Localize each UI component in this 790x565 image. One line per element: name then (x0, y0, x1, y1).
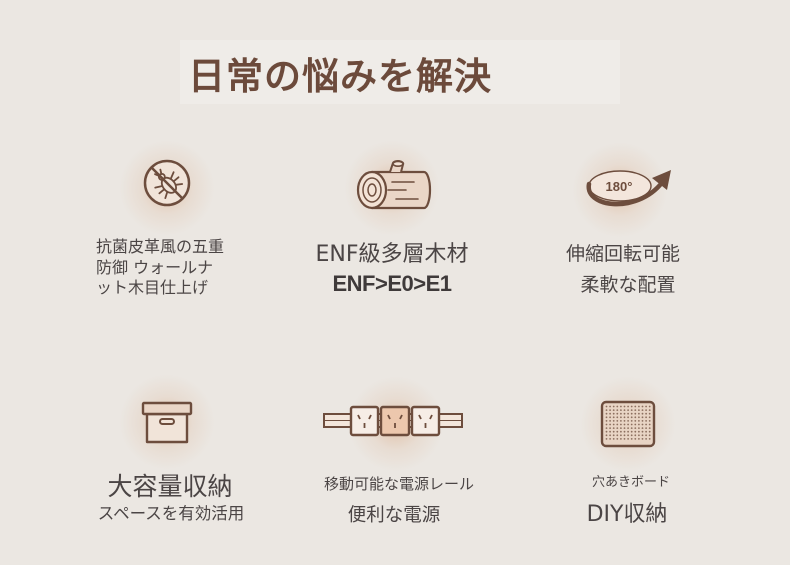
feature-rotate-heading: 伸縮回転可能 (565, 243, 680, 265)
title-backdrop (180, 40, 620, 104)
feature-power-subheading: 便利な電源 (347, 505, 441, 526)
feature-storage-subheading: スペースを有効活用 (97, 504, 245, 523)
storage-box-icon (141, 401, 193, 444)
rotate-angle-label: 180° (606, 179, 633, 194)
feature-antibacterial-text: 抗菌皮革風の五重 防御 ウォールナ ット木目仕上げ (96, 237, 276, 299)
feature-pegboard-heading: 穴あきボード (591, 475, 670, 490)
feature-wood-subheading: ENF>E0>E1 (332, 271, 452, 296)
feature-wood-heading: ENF級多層木材 (315, 242, 469, 267)
outlet-icon (349, 405, 380, 437)
rotate-180-icon: 180° (586, 170, 671, 207)
feature-storage-heading: 大容量収納 (107, 472, 233, 501)
feature-text-line: 防御 ウォールナ (96, 257, 214, 277)
feature-rotate-subheading: 柔軟な配置 (580, 274, 676, 296)
page-title: 日常の悩みを解決 (188, 55, 492, 98)
feature-pegboard-subheading: DIY収納 (586, 502, 668, 527)
pegboard-icon (600, 400, 656, 448)
wood-log-icon (356, 160, 432, 210)
power-rail-icon (323, 405, 463, 437)
feature-text-line: 抗菌皮革風の五重 (96, 237, 225, 256)
outlet-icon (410, 405, 441, 437)
feature-text-line: ット木目仕上げ (96, 278, 209, 297)
outlet-icon (379, 405, 411, 437)
feature-power-heading: 移動可能な電源レール (323, 475, 474, 493)
antibacterial-icon (143, 159, 191, 207)
